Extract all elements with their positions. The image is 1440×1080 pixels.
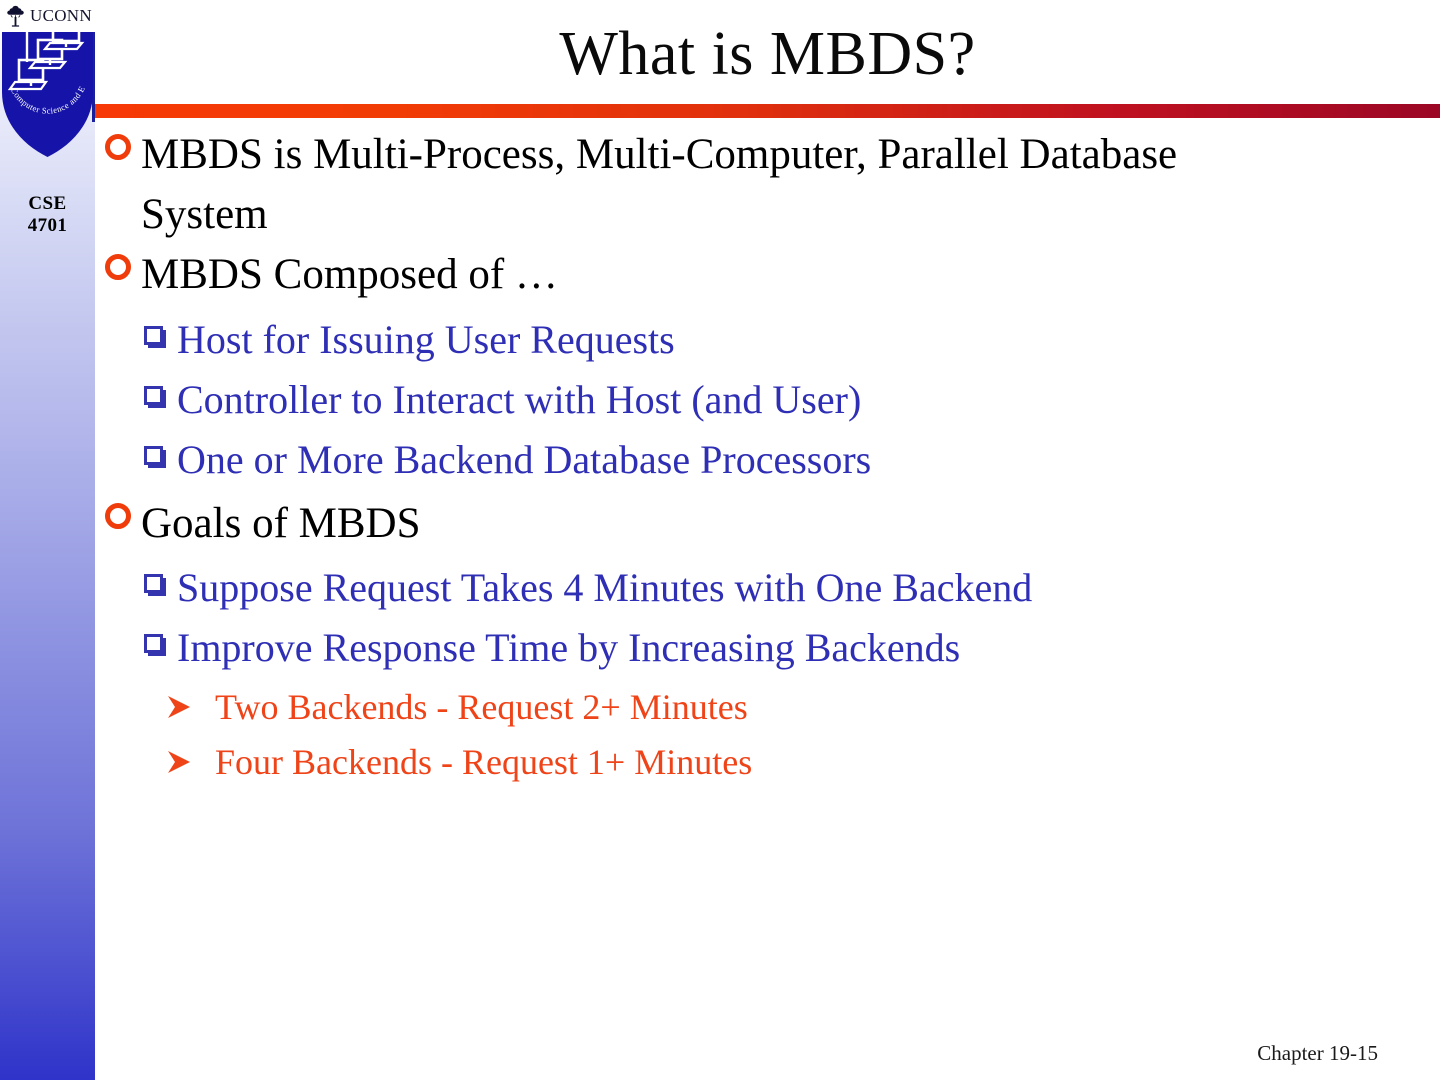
list-item: MBDS Composed of … — [95, 245, 1440, 305]
course-label: CSE 4701 — [0, 193, 95, 238]
open-circle-bullet-icon — [95, 494, 141, 529]
list-item: Four Backends - Request 1+ Minutes — [95, 737, 1440, 788]
list-item-label: One or More Backend Database Processors — [177, 436, 872, 482]
list-item-label: Goals of MBDS — [141, 499, 421, 547]
uconn-wordmark: UCONN — [30, 6, 92, 25]
sidebar-gradient-panel — [0, 32, 95, 1080]
arrowhead-icon — [168, 695, 190, 718]
list-item: One or More Backend Database Processors — [95, 432, 1440, 488]
arrow-bullet-icon — [95, 737, 215, 775]
oak-tree-icon — [7, 5, 24, 27]
list-item-label: Four Backends - Request 1+ Minutes — [215, 741, 753, 782]
open-square-bullet-icon — [95, 372, 177, 408]
list-item-label: Controller to Interact with Host (and Us… — [177, 376, 862, 422]
list-item: Suppose Request Takes 4 Minutes with One… — [95, 560, 1440, 616]
list-item: Improve Response Time by Increasing Back… — [95, 620, 1440, 676]
open-circle-bullet-icon — [95, 245, 141, 281]
slide-title: What is MBDS? — [95, 12, 1440, 97]
list-item-label: MBDS Composed of … — [141, 251, 558, 299]
open-square-bullet-icon — [95, 312, 177, 348]
course-number: 4701 — [27, 215, 68, 237]
list-item-label: MBDS is Multi-Process, Multi-Computer, P… — [141, 131, 1178, 239]
slide-title-text: What is MBDS? — [559, 20, 976, 88]
title-underline-rule — [95, 104, 1440, 118]
list-item-label: Improve Response Time by Increasing Back… — [177, 624, 961, 670]
list-item: Goals of MBDS — [95, 494, 1440, 554]
course-code: CSE — [28, 193, 67, 214]
slide-footer: Chapter 19-15 — [1257, 1041, 1378, 1065]
list-item: Two Backends - Request 2+ Minutes — [95, 682, 1440, 733]
list-item: Controller to Interact with Host (and Us… — [95, 372, 1440, 428]
list-item-label: Suppose Request Takes 4 Minutes with One… — [177, 564, 1033, 610]
list-item-label: Two Backends - Request 2+ Minutes — [215, 686, 748, 727]
bullet-list: MBDS is Multi-Process, Multi-Computer, P… — [95, 125, 1440, 1025]
uconn-brand-bar: UCONN — [0, 0, 110, 32]
open-square-bullet-icon — [95, 432, 177, 468]
arrowhead-icon — [168, 750, 190, 773]
list-item: MBDS is Multi-Process, Multi-Computer, P… — [95, 125, 1440, 245]
sidebar-edge-accent — [92, 32, 95, 122]
list-item: Host for Issuing User Requests — [95, 312, 1440, 368]
arrow-bullet-icon — [95, 682, 215, 720]
open-square-bullet-icon — [95, 560, 177, 596]
open-circle-bullet-icon — [95, 125, 141, 160]
open-square-bullet-icon — [95, 620, 177, 656]
list-item-label: Host for Issuing User Requests — [177, 316, 675, 362]
